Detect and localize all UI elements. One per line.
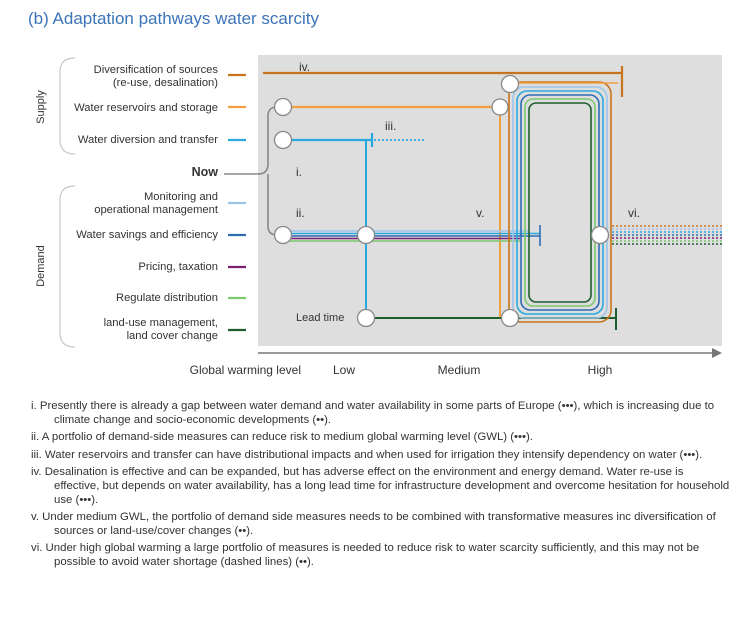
x-tick-low: Low xyxy=(333,363,355,377)
lead-time-label: Lead time xyxy=(296,312,344,324)
measure-diversion-label: Water diversion and transfer xyxy=(78,134,218,146)
measure-regulate-label: Regulate distribution xyxy=(116,292,218,304)
supply-group-label: Supply xyxy=(35,90,47,124)
demand-brace xyxy=(59,185,76,348)
demand-bundle xyxy=(285,230,540,242)
node-medium-bottom xyxy=(500,308,520,328)
measure-pricing-label: Pricing, taxation xyxy=(138,261,218,273)
marker-ii: ii. xyxy=(296,206,305,220)
measure-savings-label: Water savings and efficiency xyxy=(76,229,218,241)
now-label: Now xyxy=(192,165,219,179)
measure-diversification-line2: (re-use, desalination) xyxy=(113,77,218,89)
node-low-leadtime xyxy=(356,308,376,328)
marker-iv: iv. xyxy=(299,60,310,74)
diagram-panel xyxy=(258,55,722,346)
figure-title: (b) Adaptation pathways water scarcity xyxy=(28,9,320,28)
node-medium-top xyxy=(500,74,520,94)
measure-reservoirs-label: Water reservoirs and storage xyxy=(74,102,218,114)
x-axis-arrowhead xyxy=(712,348,722,358)
x-tick-high: High xyxy=(588,363,613,377)
note-v: v. Under medium GWL, the portfolio of de… xyxy=(31,511,716,537)
note-i: i. Presently there is already a gap betw… xyxy=(31,400,715,426)
measure-diversification-line1: Diversification of sources xyxy=(94,64,219,76)
x-axis-label: Global warming level xyxy=(190,363,301,377)
node-diversion-start xyxy=(273,130,293,150)
note-ii: ii. A portfolio of demand-side measures … xyxy=(31,431,533,444)
marker-vi: vi. xyxy=(628,206,640,220)
measure-landuse-line1: land-use management, xyxy=(104,317,218,329)
note-vi: vi. Under high global warming a large po… xyxy=(31,542,700,568)
node-demand-start xyxy=(273,225,293,245)
node-high xyxy=(590,225,610,245)
node-medium-reservoir xyxy=(491,98,509,116)
note-iv: iv. Desalination is effective and can be… xyxy=(31,466,730,506)
marker-i: i. xyxy=(296,165,302,179)
marker-iii: iii. xyxy=(385,119,396,133)
node-reservoirs-start xyxy=(273,97,293,117)
measure-landuse-line2: land cover change xyxy=(127,330,218,342)
measure-monitoring-line2: operational management xyxy=(94,204,219,216)
supply-brace xyxy=(59,57,76,155)
x-tick-medium: Medium xyxy=(438,363,481,377)
measure-monitoring-line1: Monitoring and xyxy=(144,191,218,203)
node-low-demand xyxy=(356,225,376,245)
marker-v: v. xyxy=(476,206,484,220)
high-connector-loops xyxy=(508,81,612,323)
demand-group-label: Demand xyxy=(35,245,47,287)
notes-list: i. Presently there is already a gap betw… xyxy=(31,400,731,574)
note-iii: iii. Water reservoirs and transfer can h… xyxy=(31,448,703,461)
